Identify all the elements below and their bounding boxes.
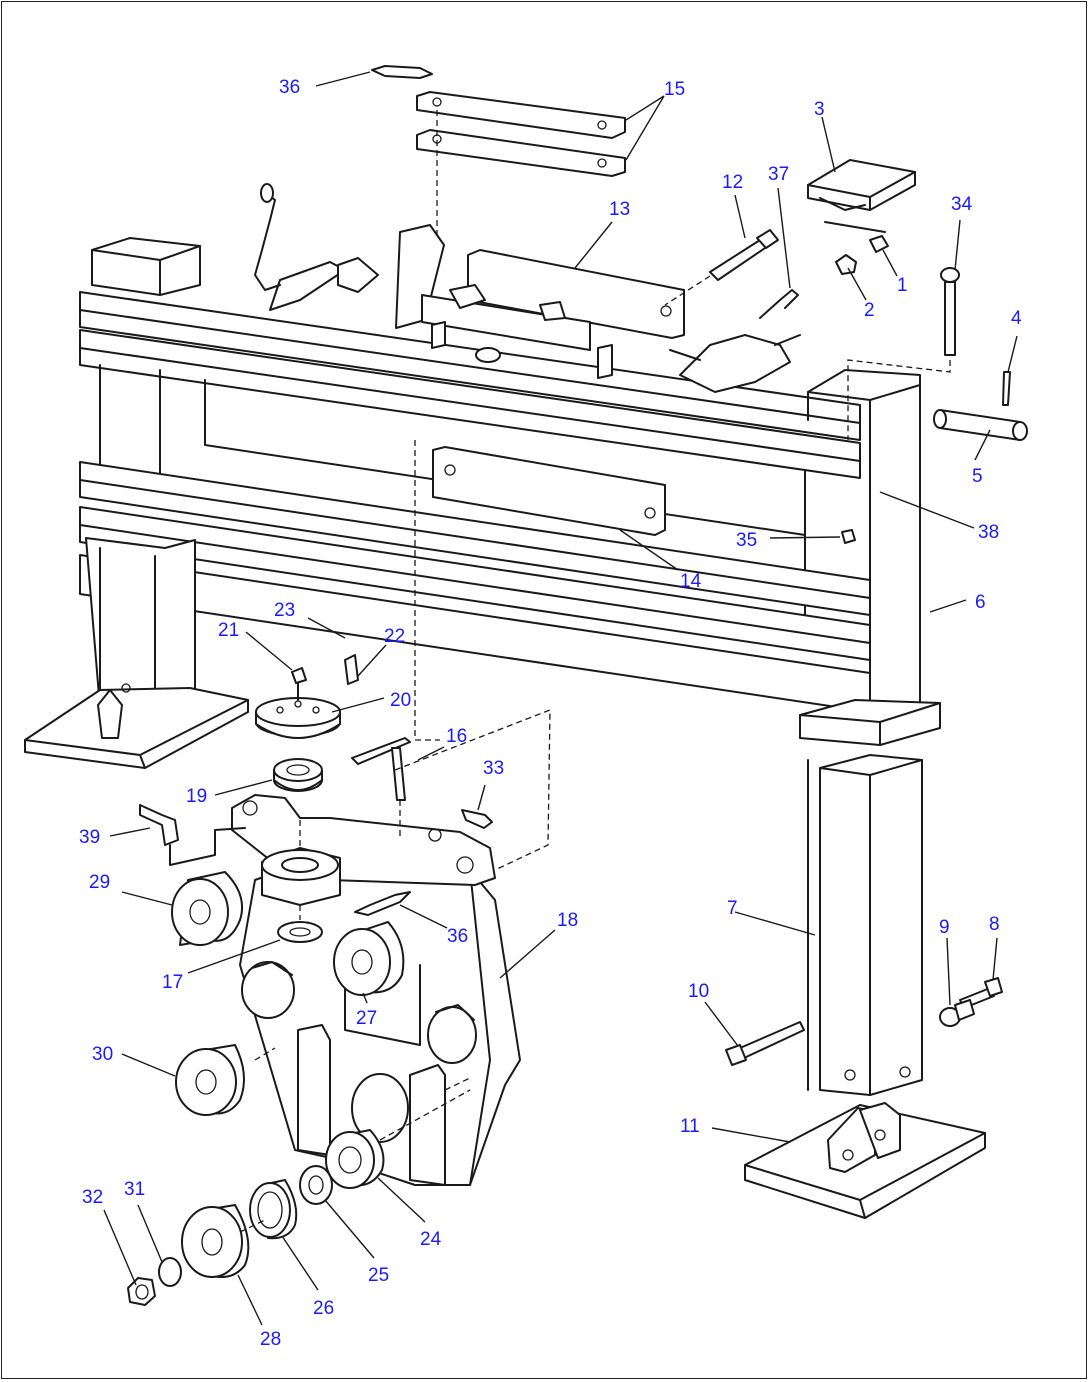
plate-14	[432, 446, 666, 536]
callout-1: 1	[897, 275, 908, 296]
hook-assembly-37	[669, 289, 801, 393]
callout-16: 16	[446, 726, 467, 747]
roller-30	[175, 1044, 245, 1116]
bearing-19	[273, 758, 323, 792]
clip-36-upper	[371, 65, 433, 79]
callout-9: 9	[939, 917, 950, 938]
callout-7: 7	[727, 898, 738, 919]
callout-32: 32	[82, 1187, 103, 1208]
callout-18: 18	[557, 910, 578, 931]
callout-8: 8	[989, 914, 1000, 935]
callout-35: 35	[736, 530, 757, 551]
callout-31: 31	[124, 1179, 145, 1200]
clip-36-lower	[354, 891, 411, 916]
step-3	[807, 159, 916, 211]
callout-26: 26	[313, 1298, 334, 1319]
leader-lines	[103, 71, 1018, 1326]
callout-24: 24	[420, 1229, 442, 1250]
callout-21: 21	[218, 620, 239, 641]
bolt-12	[664, 229, 779, 306]
callout-5: 5	[972, 466, 983, 487]
spacer-25	[299, 1165, 333, 1205]
callout-20: 20	[390, 690, 411, 711]
roller-27	[333, 921, 405, 996]
callout-13: 13	[609, 199, 630, 220]
callout-37: 37	[768, 164, 789, 185]
roller-24	[325, 1089, 471, 1189]
assembly-lines	[254, 440, 809, 1091]
plates-15	[416, 91, 626, 235]
callout-36-carriage: 36	[447, 926, 468, 947]
bushing-26	[249, 1179, 298, 1240]
main-beam	[79, 237, 941, 746]
callout-3: 3	[814, 99, 825, 120]
callout-6: 6	[975, 592, 986, 613]
callout-34: 34	[951, 194, 973, 215]
callout-17: 17	[162, 972, 183, 993]
callout-28: 28	[260, 1329, 281, 1350]
roller-29	[171, 871, 244, 946]
callout-2: 2	[864, 300, 875, 321]
callout-36-top: 36	[279, 77, 300, 98]
roller-28	[181, 1204, 266, 1278]
callout-38: 38	[978, 522, 999, 543]
flange-20	[255, 654, 359, 739]
callout-labels: 1 2 3 4 5 6 7 8 9 10 11 12 13 14 15 16 1…	[79, 77, 1022, 1350]
callout-25: 25	[368, 1265, 389, 1286]
pin-33	[394, 709, 551, 871]
carriage-top-plate	[231, 794, 496, 906]
nut-35	[841, 529, 856, 544]
callout-27: 27	[356, 1008, 377, 1029]
callout-11: 11	[680, 1116, 700, 1137]
callout-19: 19	[186, 786, 207, 807]
lever-16	[351, 737, 411, 840]
seal-17	[277, 905, 323, 943]
callout-15: 15	[664, 79, 685, 100]
callout-29: 29	[89, 872, 110, 893]
beam-top-brackets	[254, 183, 613, 379]
callout-30: 30	[92, 1044, 113, 1065]
callout-14: 14	[680, 571, 702, 592]
callout-12: 12	[722, 172, 743, 193]
callout-39: 39	[79, 827, 100, 848]
right-leg	[744, 754, 986, 1219]
callout-10: 10	[688, 981, 709, 1002]
callout-4: 4	[1011, 308, 1022, 329]
pin-34	[847, 267, 960, 440]
carriage-plugs	[241, 961, 477, 1064]
bracket-39	[139, 804, 246, 866]
washer-31-nut-32	[127, 1257, 182, 1306]
pin-5	[933, 371, 1028, 441]
bolts-1-2	[824, 221, 889, 275]
left-leg	[24, 537, 249, 769]
callout-33: 33	[483, 758, 504, 779]
callout-22: 22	[384, 626, 405, 647]
bolt-10	[725, 1021, 805, 1066]
callout-23: 23	[274, 600, 295, 621]
